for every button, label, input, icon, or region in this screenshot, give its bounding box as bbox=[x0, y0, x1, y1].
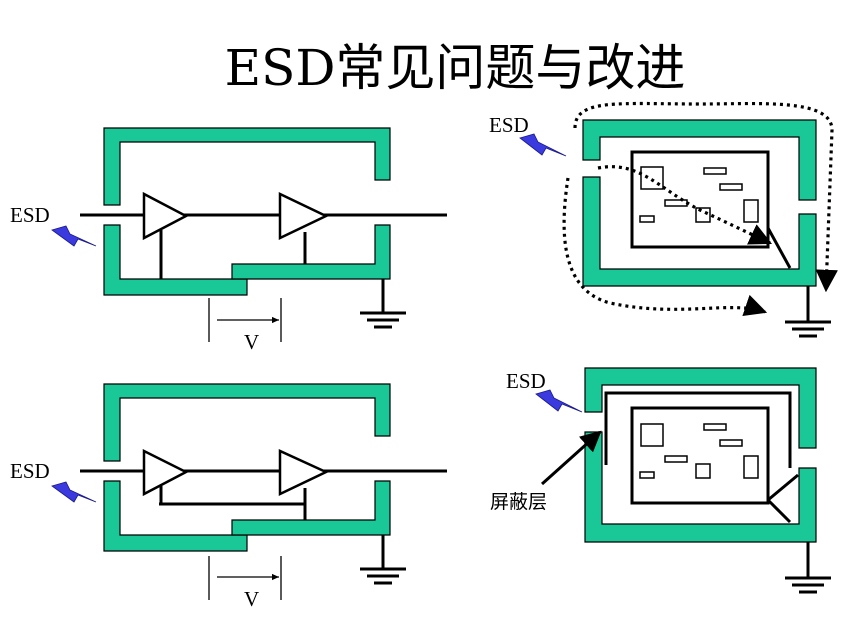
lightning-bolt-icon bbox=[51, 225, 97, 247]
esd-label: ESD bbox=[10, 459, 50, 483]
shield-enclosure-top bbox=[584, 367, 817, 449]
shield-enclosure-bottom bbox=[103, 480, 248, 552]
chip bbox=[719, 439, 743, 447]
page-title: ESD常见问题与改进 bbox=[225, 39, 686, 97]
esd-label: ESD bbox=[506, 369, 546, 393]
chip bbox=[743, 199, 759, 223]
ground-symbol-icon bbox=[360, 535, 406, 585]
diagram-bottom-left: V ESD bbox=[10, 383, 447, 611]
ground-symbol-icon bbox=[785, 286, 831, 338]
ground-symbol-icon bbox=[785, 542, 831, 594]
shield-enclosure-bottom-right bbox=[231, 224, 391, 280]
diagram-top-right: ESD bbox=[489, 101, 838, 338]
esd-label: ESD bbox=[489, 113, 529, 137]
amplifier-icon bbox=[278, 192, 329, 240]
amplifier-icon bbox=[278, 449, 329, 496]
chip bbox=[640, 166, 664, 190]
shield-layer-label: 屏蔽层 bbox=[490, 491, 547, 513]
chip bbox=[640, 423, 664, 447]
shield-enclosure-top bbox=[103, 383, 391, 462]
shield-enclosure-top bbox=[582, 119, 817, 201]
diagram-bottom-right: ESD 屏蔽层 bbox=[490, 367, 831, 594]
chip bbox=[639, 471, 655, 479]
amplifier-icon bbox=[142, 191, 189, 241]
esd-label: ESD bbox=[10, 203, 50, 227]
board-ground-link bbox=[766, 498, 792, 524]
shield-enclosure-bottom bbox=[584, 431, 817, 543]
voltage-label: V bbox=[244, 330, 259, 354]
chip bbox=[664, 199, 688, 207]
chip bbox=[719, 183, 743, 191]
shield-enclosure-top bbox=[103, 127, 391, 206]
internal-shield-layer bbox=[604, 391, 792, 468]
chip bbox=[695, 463, 711, 479]
shield-enclosure-bottom-right bbox=[231, 480, 391, 536]
shield-enclosure-bottom bbox=[103, 224, 248, 296]
lightning-bolt-icon bbox=[535, 389, 583, 413]
chip bbox=[639, 215, 655, 223]
lightning-bolt-icon bbox=[51, 481, 97, 503]
diagram-top-left: V ESD bbox=[10, 127, 447, 354]
amplifier-icon bbox=[142, 448, 189, 497]
callout-arrow bbox=[540, 430, 602, 486]
ground-symbol-icon bbox=[360, 279, 406, 329]
shield-enclosure-bottom bbox=[582, 176, 817, 287]
shield-ground-link bbox=[767, 473, 799, 502]
chip bbox=[743, 455, 759, 479]
chip bbox=[703, 423, 727, 431]
lightning-bolt-icon bbox=[519, 133, 567, 157]
chip bbox=[664, 455, 688, 463]
chip bbox=[695, 207, 711, 223]
dotted-arrow-icon bbox=[597, 165, 773, 245]
voltage-label: V bbox=[244, 587, 259, 611]
board-ground-link bbox=[766, 227, 792, 269]
chip bbox=[703, 167, 727, 175]
